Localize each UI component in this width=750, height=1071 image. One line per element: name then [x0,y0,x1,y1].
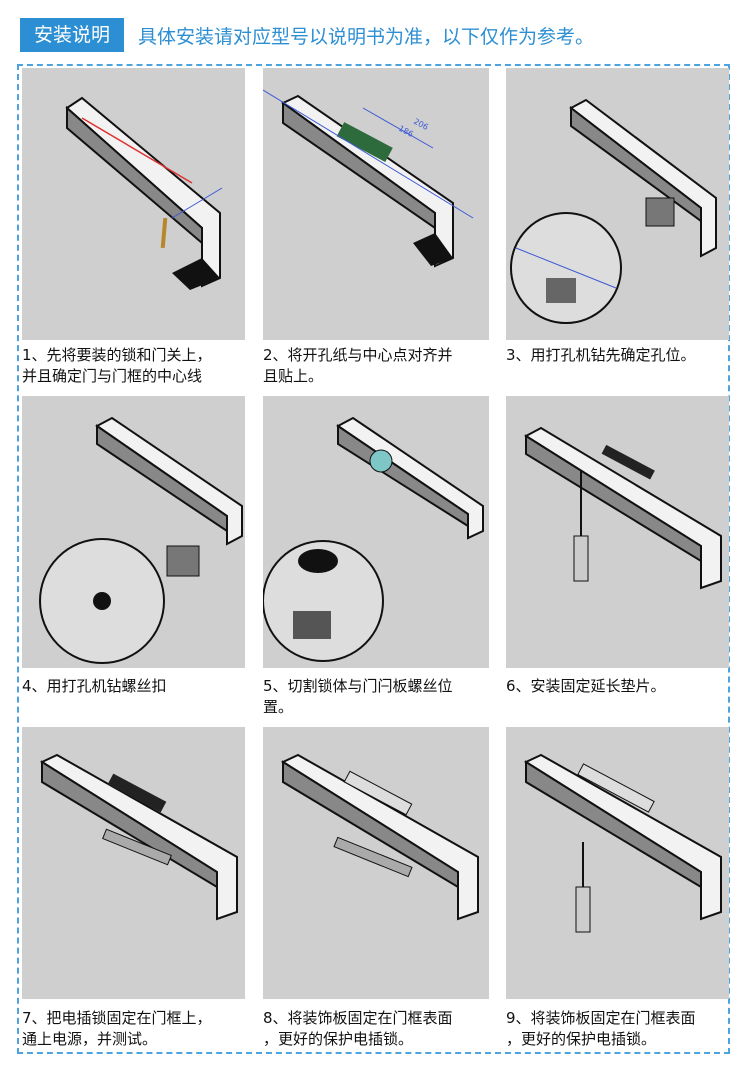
step-5-caption-line2: 置。 [263,698,294,716]
step-9-illustration [506,727,729,999]
step-9-caption-line1: 9、将装饰板固定在门框表面 [506,1009,696,1027]
step-3-caption-line1: 3、用打孔机钻先确定孔位。 [506,346,696,364]
instructions-frame [17,64,730,1054]
step-6-illustration [506,396,729,668]
step-7-caption: 7、把电插锁固定在门框上， 通上电源，并测试。 [22,1008,252,1050]
step-5-illustration [263,396,489,668]
door-frame-finished-drawing [523,753,722,933]
door-frame-template-drawing: 206 186 [263,89,474,268]
door-frame-spacer-drawing [524,426,722,590]
door-frame-cutting-drawing [263,416,484,662]
section-header: 安装说明 具体安装请对应型号以说明书为准，以下仅作为参考。 [20,18,594,52]
door-frame-pencil-drawing [65,96,223,290]
door-frame-thread-drawing [39,416,243,664]
step-4-caption: 4、用打孔机钻螺丝扣 [22,676,252,697]
step-3-caption: 3、用打孔机钻先确定孔位。 [506,345,736,366]
step-9-caption-line2: ，更好的保护电插锁。 [506,1030,657,1048]
step-2-caption-line2: 且贴上。 [263,367,324,385]
step-2-caption-line1: 2、将开孔纸与中心点对齐并 [263,346,453,364]
step-5-caption-line1: 5、切割锁体与门闩板螺丝位 [263,677,453,695]
step-8-caption-line1: 8、将装饰板固定在门框表面 [263,1009,453,1027]
door-frame-drill-drawing [510,98,717,324]
step-2-caption: 2、将开孔纸与中心点对齐并 且贴上。 [263,345,498,387]
step-1-caption: 1、先将要装的锁和门关上， 并且确定门与门框的中心线 [22,345,252,387]
door-frame-lock-drawing [39,753,238,921]
step-4-caption-line1: 4、用打孔机钻螺丝扣 [22,677,167,695]
section-subtitle: 具体安装请对应型号以说明书为准，以下仅作为参考。 [138,25,595,48]
step-6-caption: 6、安装固定延长垫片。 [506,676,736,697]
step-6-caption-line1: 6、安装固定延长垫片。 [506,677,666,695]
step-8-caption-line2: ，更好的保护电插锁。 [263,1030,414,1048]
door-frame-cover-plate-drawing [280,753,479,921]
step-7-caption-line2: 通上电源，并测试。 [22,1030,158,1048]
step-5-caption: 5、切割锁体与门闩板螺丝位 置。 [263,676,498,718]
step-7-caption-line1: 7、把电插锁固定在门框上， [22,1009,212,1027]
step-8-illustration [263,727,489,999]
section-tag: 安装说明 [20,18,125,52]
dim-label-2: 186 [397,124,415,139]
dim-label-1: 206 [412,117,430,132]
step-3-illustration [506,68,729,340]
step-4-illustration [22,396,245,668]
step-8-caption: 8、将装饰板固定在门框表面 ，更好的保护电插锁。 [263,1008,498,1050]
step-1-illustration [22,68,245,340]
step-1-caption-line2: 并且确定门与门框的中心线 [22,367,203,385]
step-1-caption-line1: 1、先将要装的锁和门关上， [22,346,212,364]
step-2-illustration: 206 186 [263,68,489,340]
step-7-illustration [22,727,245,999]
step-9-caption: 9、将装饰板固定在门框表面 ，更好的保护电插锁。 [506,1008,741,1050]
